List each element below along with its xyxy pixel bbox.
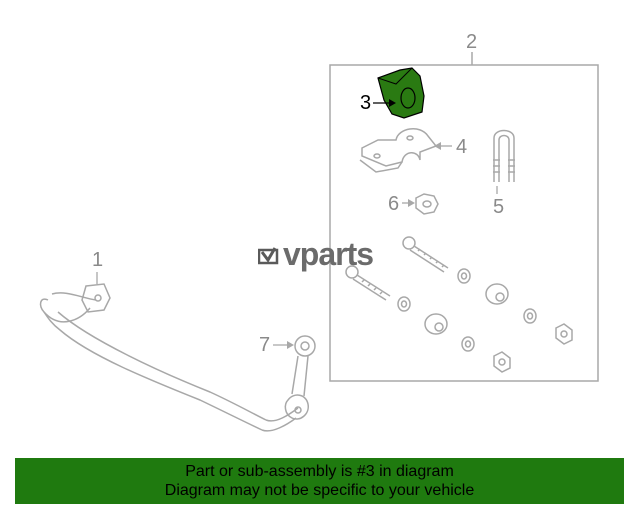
vparts-logo: vparts: [258, 236, 374, 273]
callout-7[interactable]: 7: [259, 334, 270, 356]
banner-line-1: Part or sub-assembly is #3 in diagram: [185, 463, 454, 480]
info-banner: Part or sub-assembly is #3 in diagram Di…: [15, 458, 624, 504]
u-bolt-part-5[interactable]: [493, 129, 515, 183]
kit-box: [329, 64, 599, 382]
banner-line-2: Diagram may not be specific to your vehi…: [164, 482, 475, 499]
callout-4[interactable]: 4: [456, 136, 467, 158]
nut-part-6[interactable]: [415, 193, 439, 215]
bushing-part-3[interactable]: [377, 67, 425, 119]
hardware-set: [345, 236, 573, 373]
callout-6[interactable]: 6: [388, 193, 399, 215]
stabilizer-link-part-7[interactable]: [284, 335, 316, 420]
callout-5[interactable]: 5: [493, 196, 504, 218]
callout-2[interactable]: 2: [466, 31, 477, 53]
v-logo-icon: [258, 246, 279, 264]
callout-1[interactable]: 1: [92, 249, 103, 271]
logo-text: vparts: [283, 236, 374, 272]
callout-3[interactable]: 3: [360, 92, 371, 114]
bracket-part-4[interactable]: [359, 128, 438, 173]
stabilizer-bar-part-1[interactable]: [39, 283, 299, 432]
